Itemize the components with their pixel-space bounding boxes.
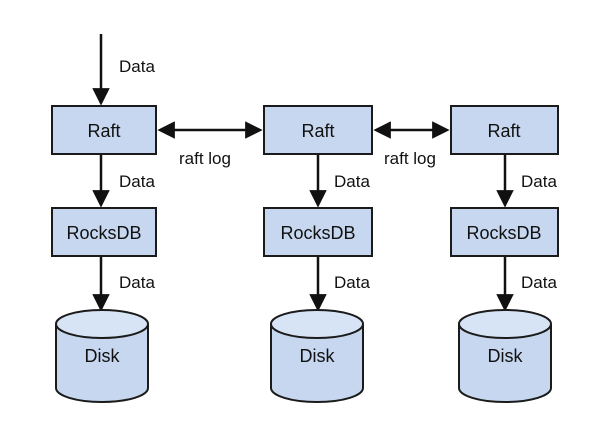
- disk-2-label: Disk: [300, 346, 336, 366]
- rocksdb-node-2: [263, 207, 373, 257]
- raft-node-1-label: Raft: [87, 121, 120, 141]
- raft-to-rocksdb-label-1: Data: [119, 172, 155, 191]
- rocksdb-node-2-label: RocksDB: [280, 223, 355, 243]
- raft-node-3: [450, 105, 559, 155]
- rocksdb-to-disk-label-3: Data: [521, 273, 557, 292]
- rocksdb-node-1-label: RocksDB: [66, 223, 141, 243]
- disk-3-label: Disk: [488, 346, 524, 366]
- rocksdb-node-1: [51, 207, 157, 257]
- raft-node-2-label: Raft: [301, 121, 334, 141]
- raft-node-2: [263, 105, 373, 155]
- raft-node-3-label: Raft: [487, 121, 520, 141]
- column-1: Raft Data RocksDB Data Disk: [51, 105, 157, 403]
- raft-node-1: [51, 105, 157, 155]
- disk-1-label: Disk: [85, 346, 121, 366]
- raft-log-label-2: raft log: [384, 149, 436, 168]
- disk-3: Disk: [458, 309, 552, 403]
- disk-1: Disk: [55, 309, 149, 403]
- raft-log-label-1: raft log: [179, 149, 231, 168]
- rocksdb-to-disk-label-1: Data: [119, 273, 155, 292]
- column-2: Raft Data RocksDB Data Disk: [263, 105, 373, 403]
- incoming-data-label: Data: [119, 57, 155, 76]
- raft-to-rocksdb-label-2: Data: [334, 172, 370, 191]
- rocksdb-to-disk-label-2: Data: [334, 273, 370, 292]
- rocksdb-node-3-label: RocksDB: [466, 223, 541, 243]
- raft-to-rocksdb-label-3: Data: [521, 172, 557, 191]
- rocksdb-node-3: [450, 207, 559, 257]
- disk-2: Disk: [270, 309, 364, 403]
- column-3: Raft Data RocksDB Data Disk: [450, 105, 559, 403]
